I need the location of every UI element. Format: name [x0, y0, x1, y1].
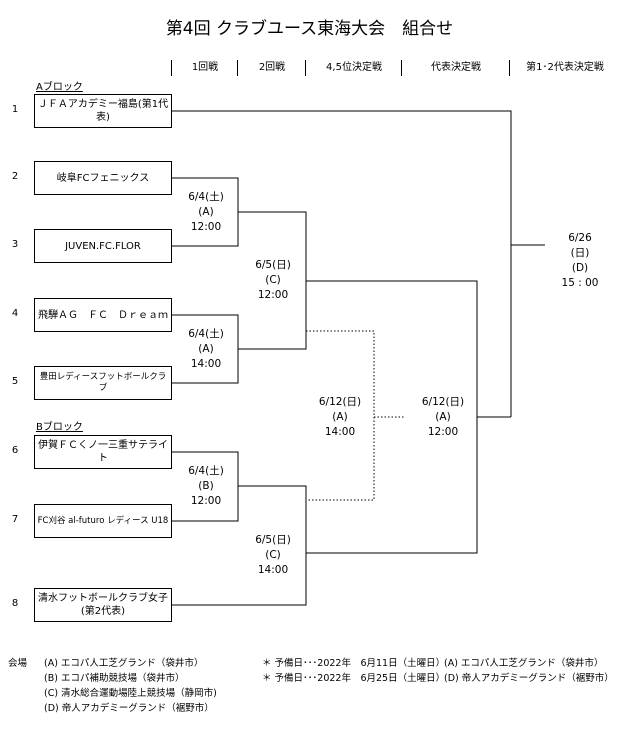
match-time: 14:00 — [190, 358, 222, 370]
team-box: ＪＦＡアカデミー福島(第1代表) — [34, 94, 172, 128]
match-time: 15 : 00 — [561, 277, 599, 289]
match-info-r1c: 6/4(土) (B) 12:00 — [180, 464, 232, 509]
reserve-dates: ＊ 予備日･･･2022年 6月11日（土曜日） ＊ 予備日･･･2022年 6… — [262, 656, 442, 686]
seed-number: 4 — [11, 308, 19, 319]
seed-number: 1 — [11, 104, 19, 115]
match-venue: (D) — [571, 262, 589, 274]
match-time: 12:00 — [257, 289, 289, 301]
match-date: 6/12(日) — [421, 396, 465, 408]
match-venue: (A) — [332, 411, 348, 423]
round-header-rep: 代表決定戦 — [401, 60, 510, 76]
round-header-1: 1回戦 — [171, 60, 238, 76]
reserve-venue: (D) 帝人アカデミーグランド（裾野市） — [444, 673, 614, 684]
match-date: 6/4(土) — [188, 191, 224, 203]
match-day: (日) — [570, 247, 590, 259]
match-info-rep: 6/12(日) (A) 12:00 — [414, 395, 472, 440]
team-box: JUVEN.FC.FLOR — [34, 229, 172, 263]
team-box: 岐阜FCフェニックス — [34, 161, 172, 195]
team-box: 伊賀ＦＣくノ一三重サテライト — [34, 435, 172, 469]
match-info-r1a: 6/4(土) (A) 12:00 — [180, 190, 232, 235]
round-header-final: 第1･2代表決定戦 — [509, 60, 619, 76]
seed-number: 6 — [11, 445, 19, 456]
match-date: 6/4(土) — [188, 328, 224, 340]
match-venue: (B) — [198, 480, 214, 492]
reserve-item: ＊ 予備日･･･2022年 6月11日（土曜日） — [262, 658, 442, 669]
match-info-r2b: 6/5(日) (C) 14:00 — [246, 533, 300, 578]
team-box: 清水フットボールクラブ女子(第2代表) — [34, 588, 172, 622]
match-venue: (C) — [265, 274, 281, 286]
team-box: FC刈谷 al-futuro レディース U18 — [34, 504, 172, 538]
match-date: 6/12(日) — [318, 396, 362, 408]
match-date: 6/5(日) — [255, 259, 291, 271]
block-a-label: Aブロック — [36, 82, 83, 93]
reserve-venues: (A) エコパ人工芝グランド（袋井市） (D) 帝人アカデミーグランド（裾野市） — [444, 656, 614, 686]
match-info-final: 6/26 (日) (D) 15 : 00 — [548, 231, 612, 291]
match-time: 12:00 — [190, 495, 222, 507]
match-venue: (A) — [435, 411, 451, 423]
match-info-place45: 6/12(日) (A) 14:00 — [312, 395, 368, 440]
match-time: 14:00 — [257, 564, 289, 576]
match-time: 12:00 — [427, 426, 459, 438]
venue-item: (B) エコパ補助競技場（袋井市） — [44, 673, 185, 684]
match-date: 6/5(日) — [255, 534, 291, 546]
venue-item: (A) エコパ人工芝グランド（袋井市） — [44, 658, 204, 669]
match-venue: (A) — [198, 343, 214, 355]
seed-number: 3 — [11, 239, 19, 250]
round-header-45: 4,5位決定戦 — [305, 60, 402, 76]
match-time: 12:00 — [190, 221, 222, 233]
team-box: 飛騨ＡＧ ＦＣ Ｄｒｅａｍ — [34, 298, 172, 332]
venue-item: (C) 清水総合運動場陸上競技場（静岡市) — [44, 688, 217, 699]
round-header-2: 2回戦 — [237, 60, 306, 76]
match-info-r1b: 6/4(土) (A) 14:00 — [180, 327, 232, 372]
venue-label: 会場 — [8, 658, 28, 669]
reserve-item: ＊ 予備日･･･2022年 6月25日（土曜日） — [262, 673, 442, 684]
seed-number: 2 — [11, 171, 19, 182]
match-venue: (A) — [198, 206, 214, 218]
match-venue: (C) — [265, 549, 281, 561]
reserve-venue: (A) エコパ人工芝グランド（袋井市） — [444, 658, 604, 669]
block-b-label: Bブロック — [36, 422, 83, 433]
seed-number: 7 — [11, 514, 19, 525]
page-title: 第4回 クラブユース東海大会 組合せ — [165, 19, 454, 39]
match-info-r2a: 6/5(日) (C) 12:00 — [246, 258, 300, 303]
team-box: 豊田レディースフットボールクラブ — [34, 366, 172, 400]
seed-number: 8 — [11, 598, 19, 609]
match-date: 6/4(土) — [188, 465, 224, 477]
seed-number: 5 — [11, 376, 19, 387]
venue-item: (D) 帝人アカデミーグランド（裾野市） — [44, 703, 214, 714]
match-time: 14:00 — [324, 426, 356, 438]
match-date: 6/26 — [568, 232, 592, 244]
venue-list: (A) エコパ人工芝グランド（袋井市） (B) エコパ補助競技場（袋井市） (C… — [44, 656, 217, 716]
